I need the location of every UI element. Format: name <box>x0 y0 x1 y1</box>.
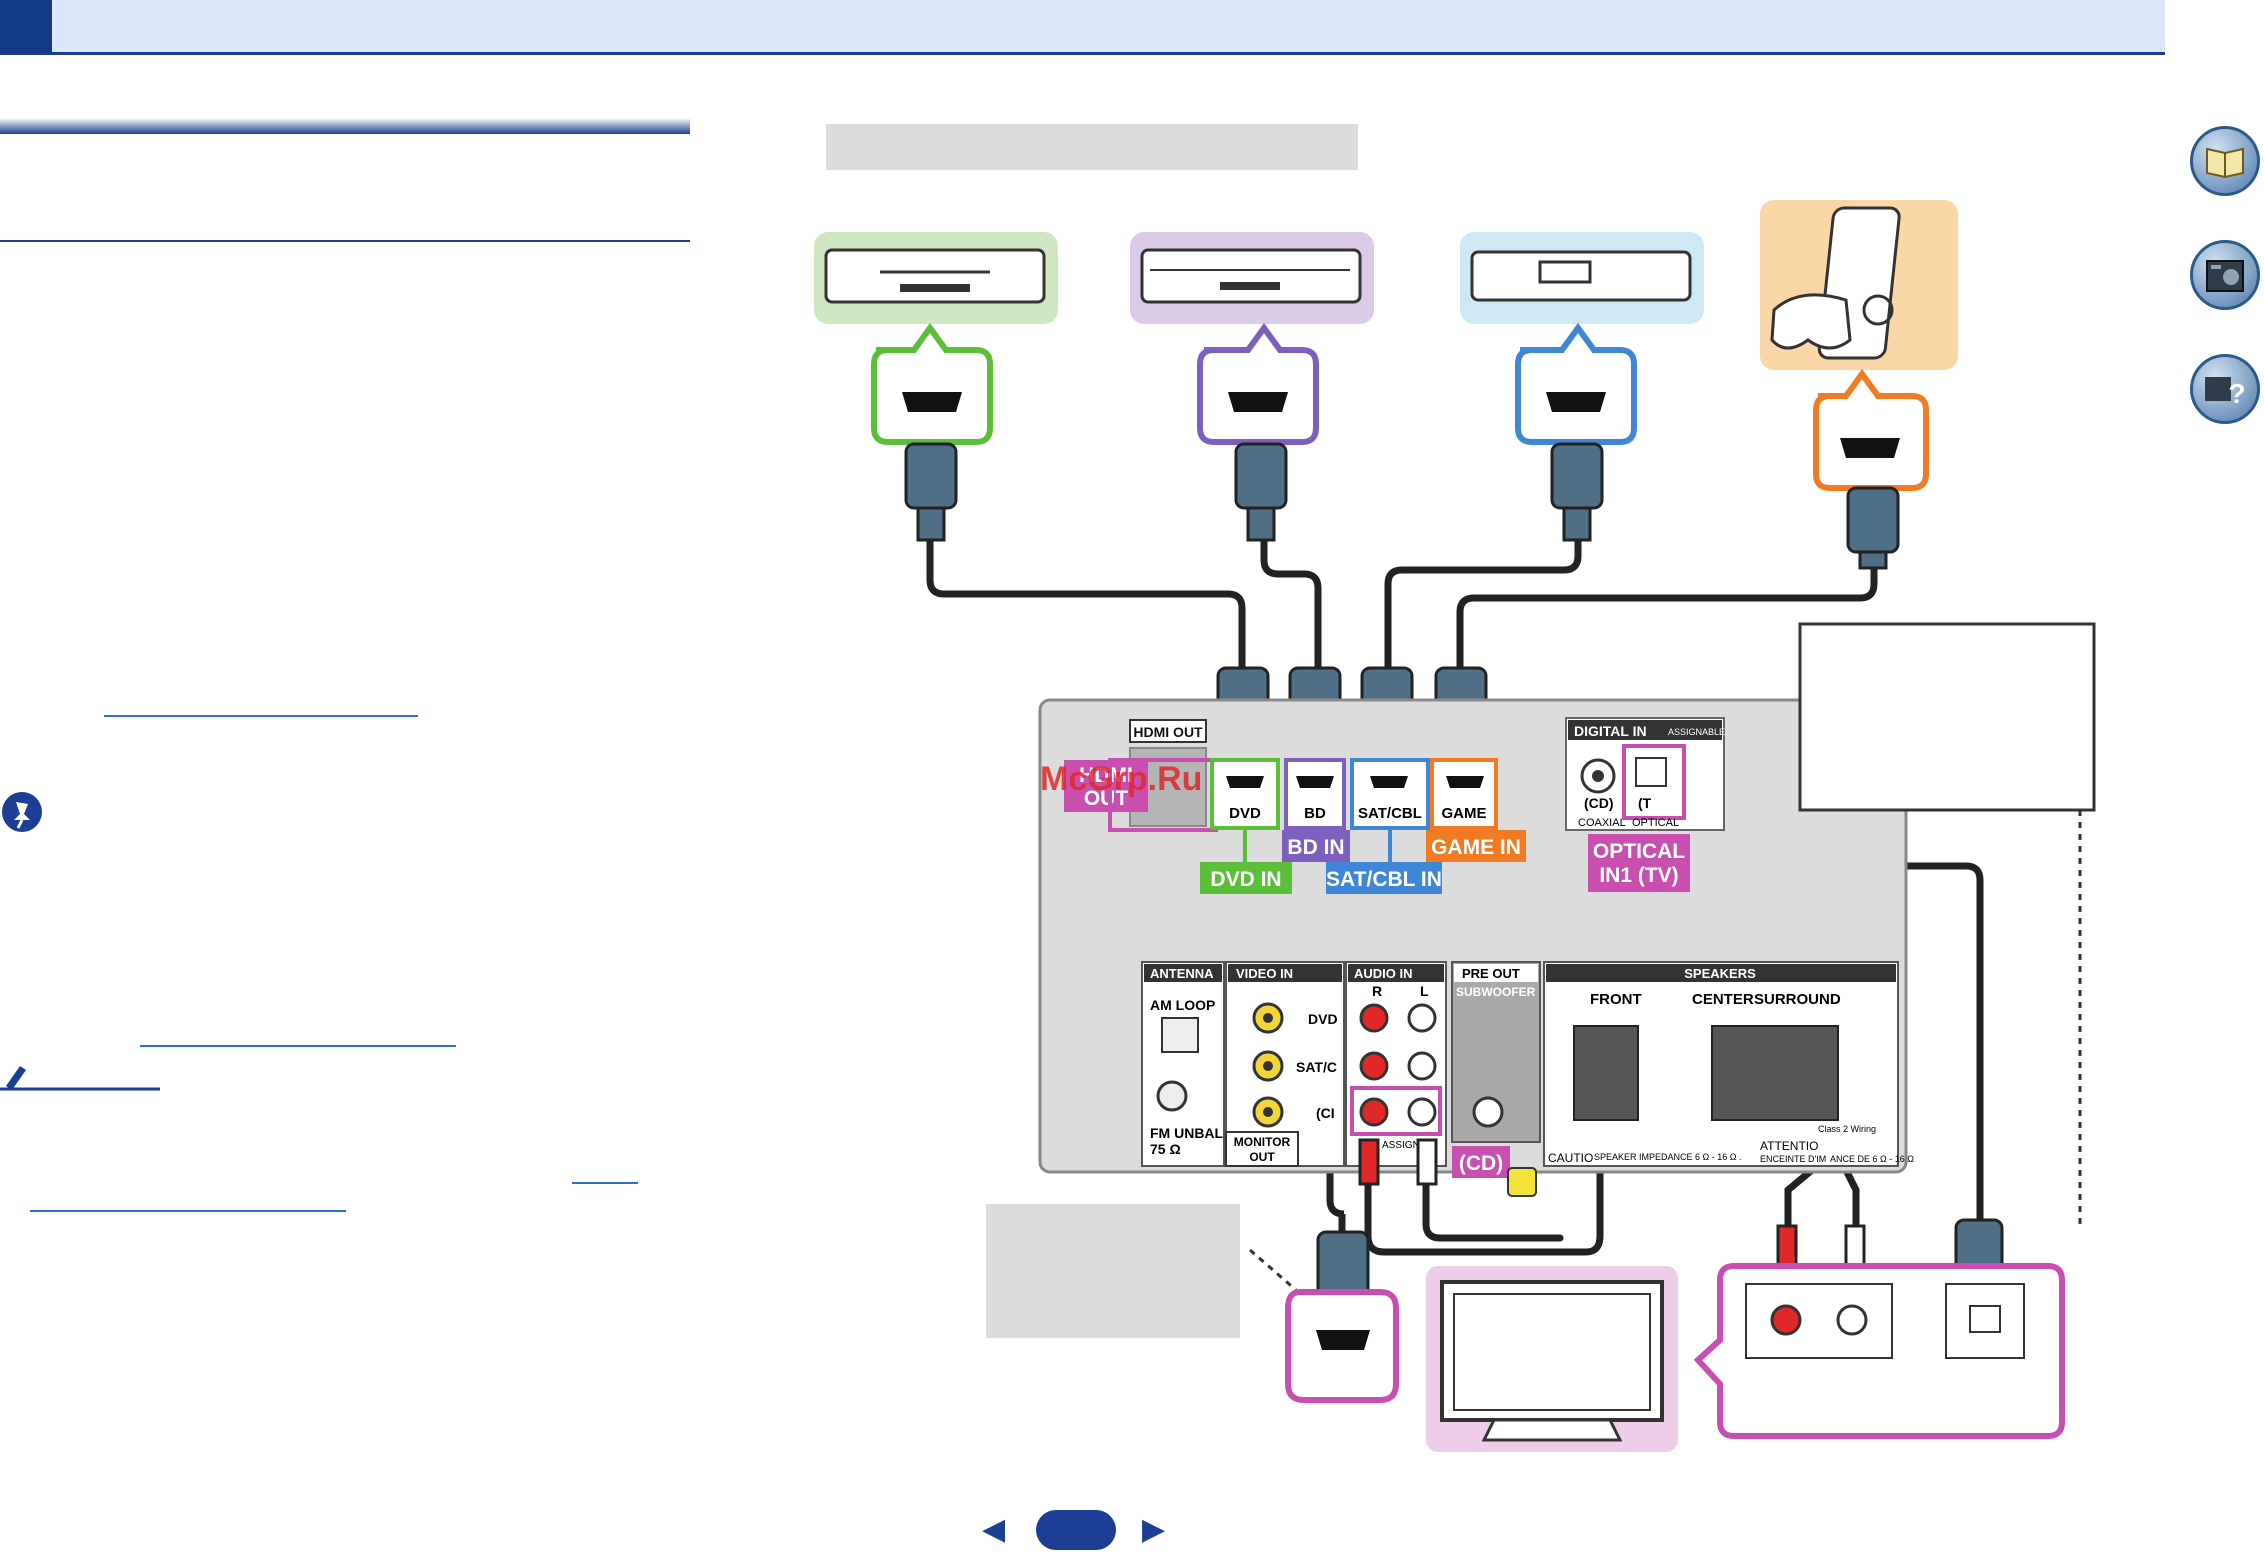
text-link-2[interactable] <box>140 1045 456 1047</box>
hdmi-out-tag <box>1064 760 1148 812</box>
header-bar <box>0 0 2165 55</box>
text-link-3[interactable] <box>572 1182 638 1184</box>
svg-text:AUDIO IN: AUDIO IN <box>1354 966 1413 981</box>
svg-text:?: ? <box>2228 378 2245 409</box>
svg-text:(CI: (CI <box>1316 1105 1335 1121</box>
svg-text:FM UNBAL: FM UNBAL <box>1150 1125 1224 1141</box>
svg-text:CENTER: CENTER <box>1692 991 1754 1008</box>
svg-text:OPTICAL: OPTICAL <box>1593 840 1685 863</box>
game-console-icon <box>1770 206 1901 360</box>
svg-text:ANTENNA: ANTENNA <box>1150 966 1214 981</box>
svg-text:PRE OUT: PRE OUT <box>1462 966 1520 981</box>
svg-text:SAT/C: SAT/C <box>1296 1059 1337 1075</box>
svg-text:(CD): (CD) <box>1459 1152 1503 1175</box>
bd-player-icon <box>1140 248 1362 304</box>
port-label-dvd: DVD <box>1229 805 1261 822</box>
prev-page-button[interactable]: ◀ <box>982 1513 1006 1546</box>
tag-optical-in <box>1588 834 1690 892</box>
svg-text:ATTENTIO: ATTENTIO <box>1760 1139 1818 1153</box>
svg-text:SPEAKER IMPEDANCE 6 Ω - 16 Ω .: SPEAKER IMPEDANCE 6 Ω - 16 Ω . <box>1594 1152 1742 1162</box>
text-link-1[interactable] <box>104 715 418 717</box>
svg-text:OUT: OUT <box>1084 787 1129 810</box>
receiver-icon[interactable] <box>2190 240 2260 310</box>
svg-text:DIGITAL IN: DIGITAL IN <box>1574 723 1647 739</box>
svg-text:(T: (T <box>1638 795 1652 811</box>
svg-text:L: L <box>1420 983 1429 999</box>
help-icon[interactable]: ? <box>2190 354 2260 424</box>
sat-hdmi-callout <box>1515 322 1637 445</box>
sat-receiver-icon <box>1470 250 1692 302</box>
tv-hdmi-callout <box>1285 1289 1399 1403</box>
bd-port <box>1284 758 1346 830</box>
svg-text:R: R <box>1372 983 1382 999</box>
hdmi-out-label: HDMI OUT <box>1133 724 1203 740</box>
svg-text:75 Ω: 75 Ω <box>1150 1141 1181 1157</box>
left-note-box <box>986 1204 1240 1338</box>
svg-text:OUT: OUT <box>1249 1150 1275 1164</box>
svg-text:COAXIAL: COAXIAL <box>1578 817 1626 829</box>
svg-text:Class 2 Wiring: Class 2 Wiring <box>1818 1124 1876 1134</box>
svg-text:ASSIGNABLE: ASSIGNABLE <box>1668 727 1725 737</box>
diagram-caption-bar <box>826 124 1358 170</box>
book-icon[interactable] <box>2190 126 2260 196</box>
tag-game-in <box>1426 830 1526 862</box>
dvd-hdmi-callout <box>871 322 993 445</box>
svg-text:ENCEINTE D'IM: ENCEINTE D'IM <box>1760 1154 1826 1164</box>
game-hdmi-callout <box>1813 368 1929 491</box>
tv-icon <box>1440 1280 1664 1442</box>
note-icon <box>0 1062 160 1092</box>
svg-text:(CD): (CD) <box>1584 795 1614 811</box>
port-label-bd: BD <box>1304 805 1326 822</box>
svg-text:DVD IN: DVD IN <box>1210 868 1281 891</box>
port-label-sat: SAT/CBL <box>1358 805 1422 822</box>
watermark: McGrp.Ru <box>1040 760 1202 798</box>
antenna-section <box>1141 961 1225 1167</box>
tag-cd <box>1452 1146 1510 1178</box>
svg-text:SAT/CBL IN: SAT/CBL IN <box>1326 868 1442 891</box>
dvd-player-icon <box>824 248 1046 304</box>
svg-text:HDMI: HDMI <box>1079 764 1133 787</box>
svg-text:VIDEO IN: VIDEO IN <box>1236 966 1293 981</box>
svg-text:ASSIGN: ASSIGN <box>1382 1140 1420 1151</box>
svg-text:SURROUND: SURROUND <box>1754 991 1841 1008</box>
svg-text:IN1 (TV): IN1 (TV) <box>1599 864 1678 887</box>
svg-text:CAUTIO: CAUTIO <box>1548 1151 1593 1165</box>
next-page-button[interactable]: ▶ <box>1142 1513 1166 1546</box>
tv-audio-callout <box>1693 1263 2065 1439</box>
bd-hdmi-callout <box>1197 322 1319 445</box>
svg-text:OPTICAL: OPTICAL <box>1632 817 1679 829</box>
tag-bd-in <box>1282 830 1350 862</box>
port-label-game: GAME <box>1442 805 1487 822</box>
note-marker-icon <box>1507 1167 1537 1197</box>
game-port <box>1430 758 1498 830</box>
svg-text:BD IN: BD IN <box>1287 836 1344 859</box>
section-heading-bar <box>0 118 690 134</box>
dvd-port <box>1210 758 1280 830</box>
section-rule <box>0 240 690 242</box>
svg-text:AM LOOP: AM LOOP <box>1150 997 1215 1013</box>
page-number <box>1036 1510 1116 1550</box>
important-icon <box>0 790 44 834</box>
svg-text:SPEAKERS: SPEAKERS <box>1684 966 1756 981</box>
svg-text:ANCE DE 6 Ω - 16 Ω: ANCE DE 6 Ω - 16 Ω <box>1830 1154 1914 1164</box>
sat-port <box>1350 758 1430 830</box>
tag-dvd-in <box>1200 862 1292 894</box>
svg-text:SUBWOOFER: SUBWOOFER <box>1456 985 1536 999</box>
svg-text:MONITOR: MONITOR <box>1234 1135 1291 1149</box>
dotted-line-left <box>1249 1248 1297 1292</box>
svg-text:FRONT: FRONT <box>1590 991 1642 1008</box>
chapter-marker <box>0 0 52 52</box>
tag-sat-in <box>1326 862 1442 894</box>
svg-text:GAME IN: GAME IN <box>1431 836 1521 859</box>
svg-text:DVD: DVD <box>1308 1011 1338 1027</box>
text-link-4[interactable] <box>30 1210 346 1212</box>
right-note-box <box>1798 622 2096 812</box>
